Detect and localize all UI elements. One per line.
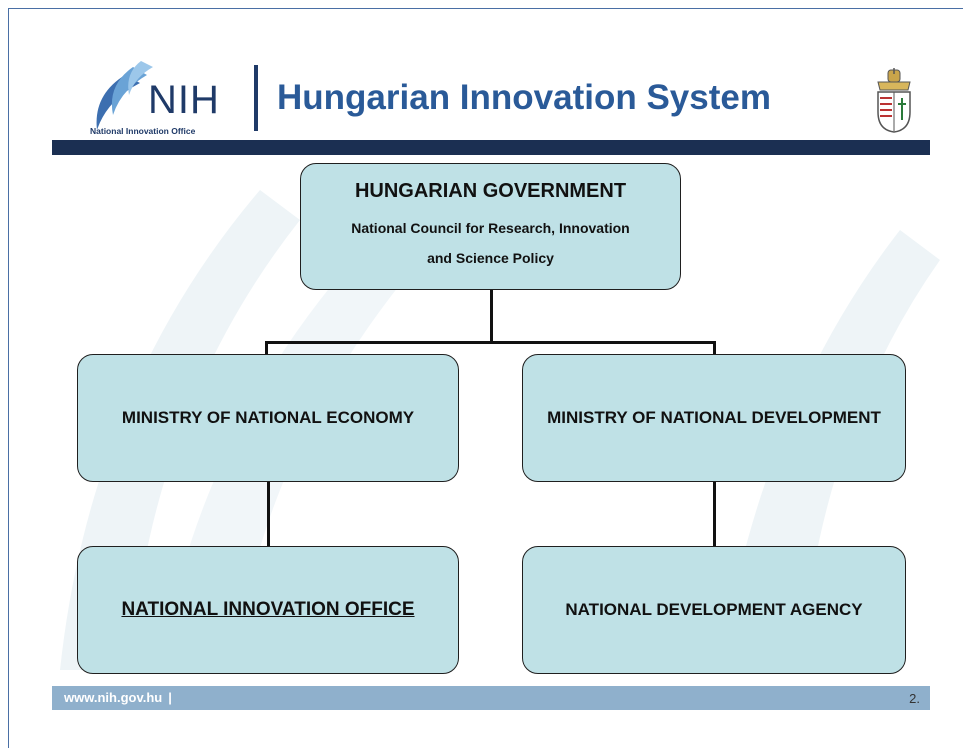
- footer-separator: |: [168, 690, 172, 705]
- nih-logo: [96, 61, 153, 130]
- government-box: HUNGARIAN GOVERNMENT National Council fo…: [300, 163, 681, 290]
- logo-subtitle: National Innovation Office: [90, 126, 196, 136]
- ministry-development-label: MINISTRY OF NATIONAL DEVELOPMENT: [547, 408, 881, 427]
- development-agency-label: NATIONAL DEVELOPMENT AGENCY: [565, 600, 863, 619]
- connector-economy-office: [267, 481, 270, 547]
- ministry-economy-box: MINISTRY OF NATIONAL ECONOMY: [77, 354, 459, 482]
- innovation-office-box[interactable]: NATIONAL INNOVATION OFFICE: [77, 546, 459, 674]
- connector-development-agency: [713, 481, 716, 547]
- footer-url[interactable]: www.nih.gov.hu: [64, 690, 163, 705]
- ministry-economy-label: MINISTRY OF NATIONAL ECONOMY: [121, 408, 415, 427]
- government-title: HUNGARIAN GOVERNMENT: [354, 180, 627, 202]
- logo-name: NIH: [148, 78, 220, 122]
- slide-frame: [8, 8, 963, 748]
- page-title: Hungarian Innovation System: [277, 78, 771, 117]
- page-number: 2.: [909, 691, 920, 706]
- connector-left-down: [265, 341, 268, 355]
- title-divider: [254, 65, 258, 131]
- hungarian-crest-icon: [877, 68, 911, 133]
- ministry-development-box: MINISTRY OF NATIONAL DEVELOPMENT: [522, 354, 906, 482]
- innovation-office-link[interactable]: NATIONAL INNOVATION OFFICE: [121, 599, 415, 620]
- government-council-line2: and Science Policy: [427, 250, 554, 266]
- connector-gov-down: [490, 290, 493, 342]
- connector-horizontal: [265, 341, 716, 344]
- government-council-line1: National Council for Research, Innovatio…: [351, 220, 630, 236]
- connector-right-down: [713, 341, 716, 355]
- footer-url-group: www.nih.gov.hu |: [64, 690, 172, 705]
- development-agency-box: NATIONAL DEVELOPMENT AGENCY: [522, 546, 906, 674]
- header-bar: [52, 140, 930, 155]
- footer-bar: www.nih.gov.hu | 2.: [52, 686, 930, 710]
